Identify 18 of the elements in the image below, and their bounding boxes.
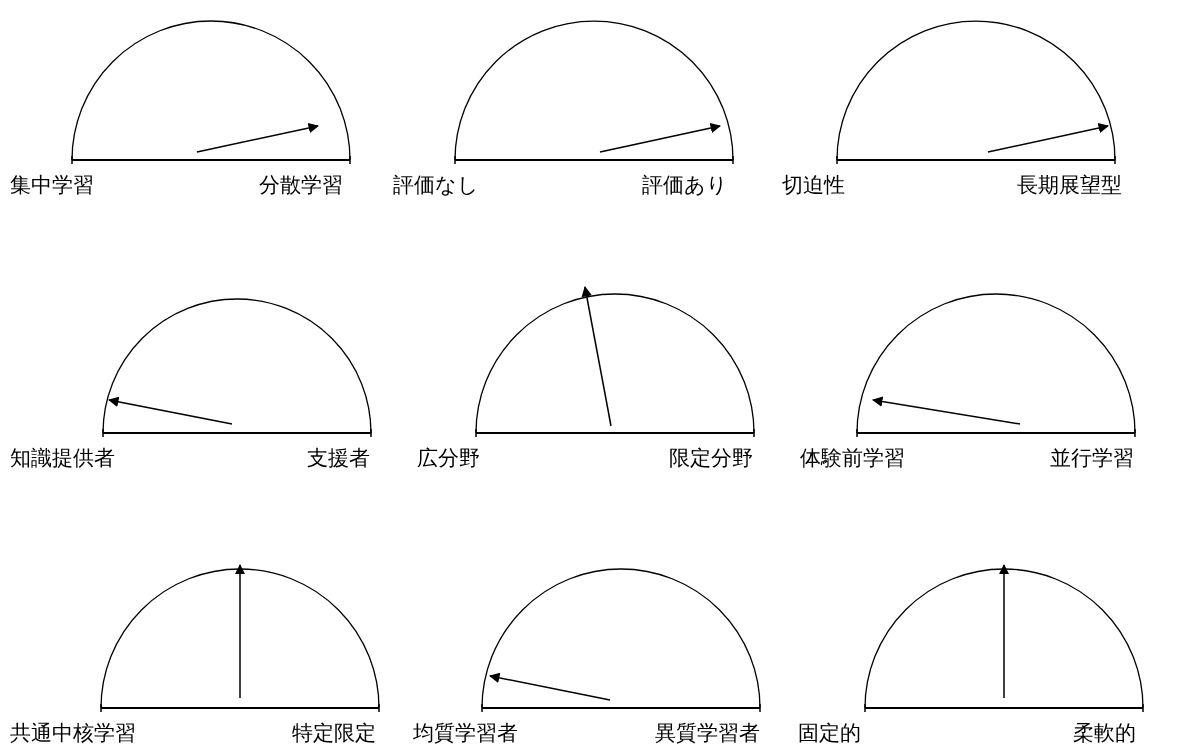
scale-label: 限定分野	[669, 445, 753, 471]
scale-label: 柔軟的	[1073, 720, 1136, 746]
scale-label: 評価あり	[642, 172, 728, 198]
scale-label: 長期展望型	[1017, 172, 1122, 198]
scale-label: 固定的	[798, 720, 861, 746]
scale-label: 分散学習	[259, 172, 343, 198]
scale-label: 並行学習	[1050, 445, 1134, 471]
scale-label: 異質学習者	[655, 720, 760, 746]
scale-label: 体験前学習	[800, 445, 905, 471]
scale-label: 支援者	[307, 445, 370, 471]
scale-label: 共通中核学習	[10, 720, 136, 746]
scale-label: 評価なし	[393, 172, 479, 198]
scale-label: 知識提供者	[10, 445, 115, 471]
scale-label: 広分野	[417, 445, 480, 471]
scale-label: 均質学習者	[413, 720, 518, 746]
scale-label: 特定限定	[292, 720, 376, 746]
scale-label: 切迫性	[782, 172, 845, 198]
scale-label: 集中学習	[10, 172, 94, 198]
